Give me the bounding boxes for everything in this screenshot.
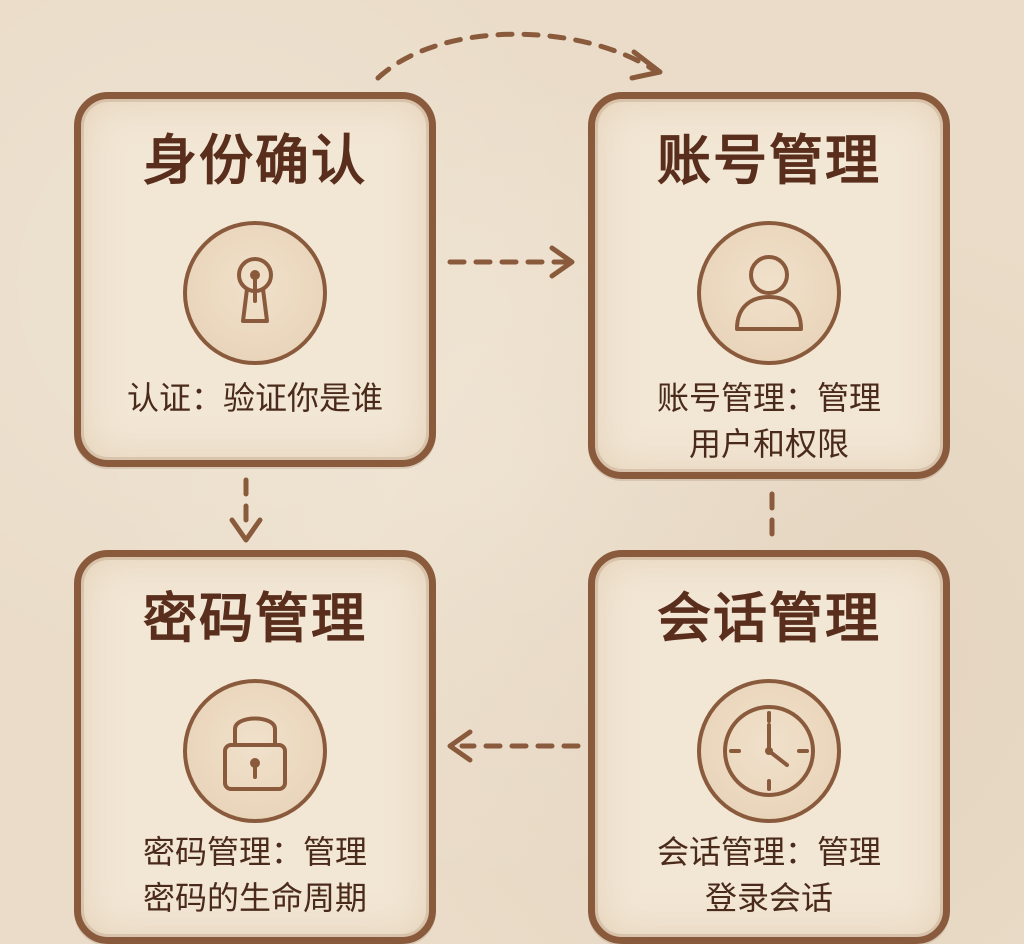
card-title: 密码管理: [143, 587, 367, 650]
arrowhead-identity-to-account: [549, 245, 575, 279]
description-line: 认证：验证你是谁: [126, 379, 383, 417]
arrowhead-session-to-password: [447, 729, 473, 763]
card-account: 账号管理 账号管理：管理 用户和权限: [588, 92, 950, 479]
clock-icon: [697, 679, 841, 823]
card-title: 账号管理: [657, 129, 881, 192]
arc-arrow-identity-to-account: [375, 31, 657, 81]
card-title: 会话管理: [657, 587, 881, 650]
card-description: 认证：验证你是谁: [91, 375, 419, 421]
description-line: 用户和权限: [688, 425, 849, 463]
description-line: 密码管理：管理: [142, 833, 367, 871]
padlock-icon: [183, 679, 327, 823]
arrowhead-arc: [629, 49, 663, 81]
user-icon: [697, 221, 841, 365]
description-line: 登录会话: [704, 879, 833, 917]
keyhole-icon: [183, 221, 327, 365]
card-identity: 身份确认 认证：验证你是谁: [74, 92, 436, 467]
description-line: 账号管理：管理: [656, 379, 881, 417]
arrowhead-identity-to-password: [229, 517, 263, 543]
description-line: 会话管理：管理: [656, 833, 881, 871]
card-session: 会话管理 会话管理：管理 登录会话: [588, 550, 950, 944]
card-description: 账号管理：管理 用户和权限: [605, 375, 933, 467]
description-line: 密码的生命周期: [142, 879, 367, 917]
card-description: 密码管理：管理 密码的生命周期: [91, 829, 419, 921]
card-title: 身份确认: [143, 129, 367, 192]
card-password: 密码管理 密码管理：管理 密码的生命周期: [74, 550, 436, 944]
card-description: 会话管理：管理 登录会话: [605, 829, 933, 921]
